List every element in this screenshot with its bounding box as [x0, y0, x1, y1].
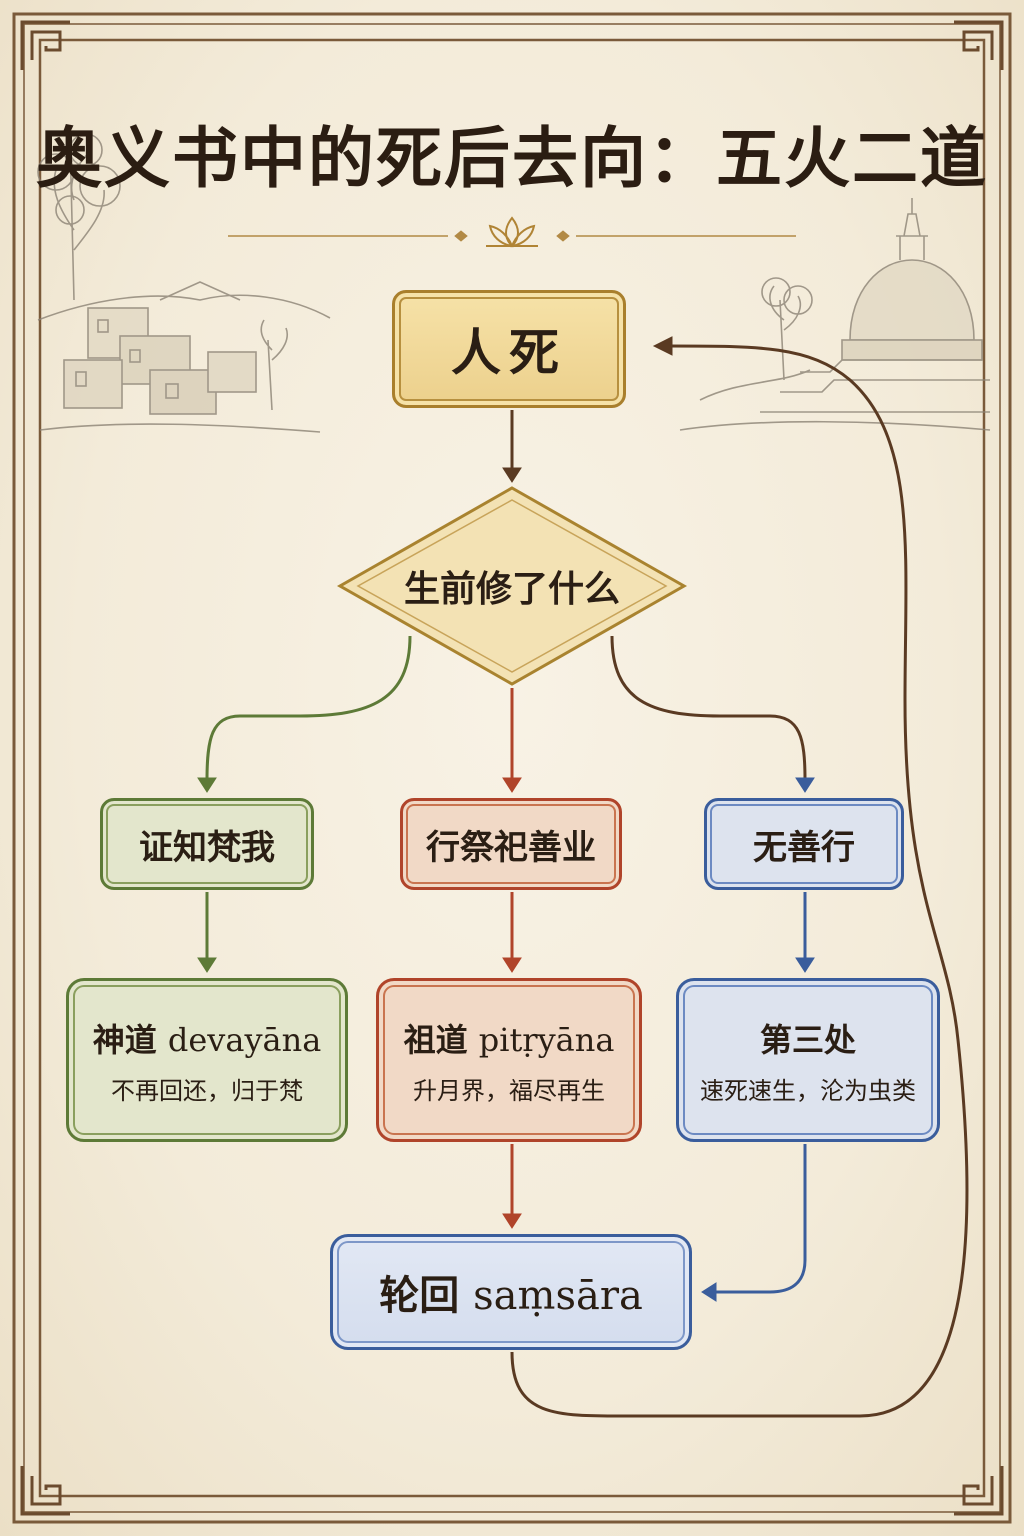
arrowhead-question-ritual: [502, 777, 522, 793]
node-death: 人死: [392, 290, 626, 408]
lotus-icon: [486, 216, 538, 248]
pitryana-desc: 升月界，福尽再生: [413, 1076, 605, 1105]
samsara-title-lat: saṃsāra: [473, 1273, 643, 1319]
node-pitryana: 祖道 pitṛyāna 升月界，福尽再生: [376, 978, 642, 1142]
node-nogood-label: 无善行: [753, 827, 855, 868]
arrowhead-nogood-third: [795, 957, 815, 973]
devayana-title-lat: devayāna: [167, 1020, 322, 1059]
pitryana-title-cn: 祖道: [403, 1020, 468, 1059]
node-death-label: 人死: [451, 323, 567, 382]
corner-fret-ornament: [20, 20, 1004, 1516]
node-brahman-label: 证知梵我: [139, 827, 275, 868]
connector-question-nogood: [610, 635, 807, 781]
devayana-desc: 不再回还，归于梵: [111, 1076, 303, 1105]
arrowhead-brahman-devayana: [197, 957, 217, 973]
decision-diamond: [336, 486, 688, 686]
connector-question-brahman: [205, 635, 412, 781]
devayana-title-cn: 神道: [92, 1020, 157, 1059]
third-title: 第三处: [759, 1020, 856, 1059]
connector-samsara-death: [510, 344, 969, 1418]
village-illustration: [37, 133, 331, 433]
pitryana-heading: 祖道 pitṛyāna: [404, 1015, 615, 1061]
samsara-title-cn: 轮回: [379, 1272, 460, 1319]
connector-third-samsara: [712, 1144, 807, 1294]
node-third-place: 第三处 速死速生，沦为虫类: [676, 978, 940, 1142]
arrowhead-question-brahman: [197, 777, 217, 793]
arrowhead-pitryana-samsara: [502, 1213, 522, 1229]
samsara-heading: 轮回 saṃsāra: [379, 1263, 643, 1321]
pitryana-title-lat: pitṛyāna: [478, 1020, 615, 1059]
node-no-good-deeds: 无善行: [704, 798, 904, 890]
connector-group: [197, 336, 969, 1418]
node-question: 生前修了什么: [340, 488, 684, 684]
stupa-illustration: [679, 198, 991, 431]
node-ritual-merit: 行祭祀善业: [400, 798, 622, 890]
node-question-label: 生前修了什么: [403, 568, 620, 610]
node-ritual-label: 行祭祀善业: [426, 827, 596, 868]
node-devayana: 神道 devayāna 不再回还，归于梵: [66, 978, 348, 1142]
node-samsara: 轮回 saṃsāra: [330, 1234, 692, 1350]
arrowhead-third-samsara: [701, 1282, 717, 1302]
third-desc: 速死速生，沦为虫类: [700, 1076, 916, 1105]
title-divider: [228, 230, 796, 242]
arrowhead-ritual-pitryana: [502, 957, 522, 973]
node-brahman-knowledge: 证知梵我: [100, 798, 314, 890]
arrowhead-samsara-death: [652, 336, 673, 356]
border-frame: [12, 12, 1012, 1524]
arrowhead-death-question: [502, 467, 522, 483]
page-title: 奥义书中的死后去向：五火二道: [36, 119, 988, 197]
arrowhead-question-nogood: [795, 777, 815, 793]
devayana-heading: 神道 devayāna: [93, 1015, 322, 1061]
